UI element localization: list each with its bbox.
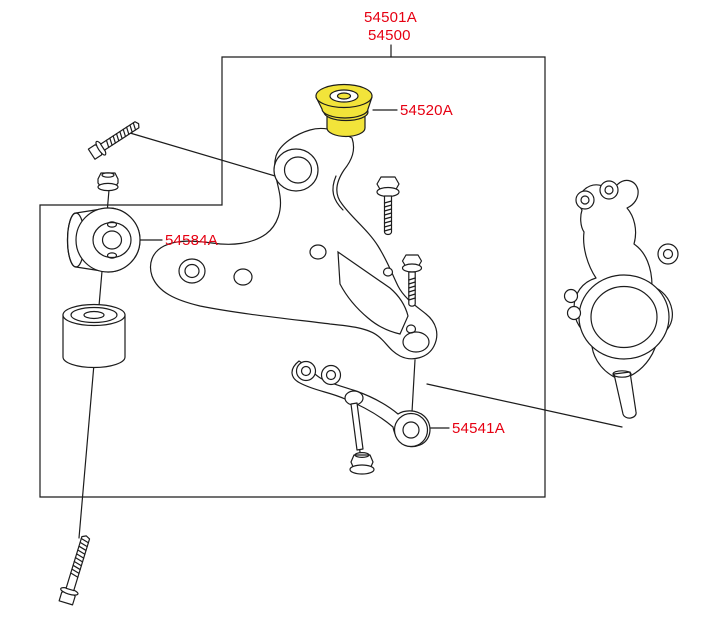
part-label-54584A[interactable]: 54584A bbox=[165, 232, 218, 249]
flange-bolt-upper-left bbox=[87, 121, 140, 160]
flange-bolt-center bbox=[376, 176, 400, 236]
part-label-54500[interactable]: 54500 bbox=[368, 27, 411, 44]
arm-front-eye-inner bbox=[283, 156, 313, 184]
steering-knuckle-drawing bbox=[563, 179, 679, 419]
rear-bushing-drawing bbox=[66, 207, 141, 273]
flange-nut-upper bbox=[97, 172, 119, 192]
lower-bracket-drawing bbox=[291, 360, 431, 451]
bushing-sleeve-drawing bbox=[62, 303, 126, 369]
flange-nut-lower bbox=[349, 452, 375, 475]
hub-bore-inner bbox=[590, 285, 658, 349]
knuckle-ball-stud bbox=[613, 371, 637, 419]
lower-control-arm-drawing bbox=[149, 127, 438, 360]
arm-ball-joint bbox=[402, 331, 430, 353]
bolt-right bbox=[401, 254, 423, 307]
highlighted-bushing-drawing bbox=[315, 83, 373, 138]
diagram-border-box bbox=[39, 56, 546, 498]
part-label-54520A[interactable]: 54520A bbox=[400, 102, 453, 119]
flange-bolt-lower-left bbox=[58, 535, 91, 606]
leader-bolt-to-arm bbox=[129, 132, 293, 182]
part-label-54501A[interactable]: 54501A bbox=[364, 9, 417, 26]
axis-balljoint bbox=[411, 359, 416, 413]
leader-bracket-to-knuckle bbox=[426, 383, 623, 428]
part-label-54541A[interactable]: 54541A bbox=[452, 420, 505, 437]
bracket-eye-inner bbox=[402, 421, 420, 439]
